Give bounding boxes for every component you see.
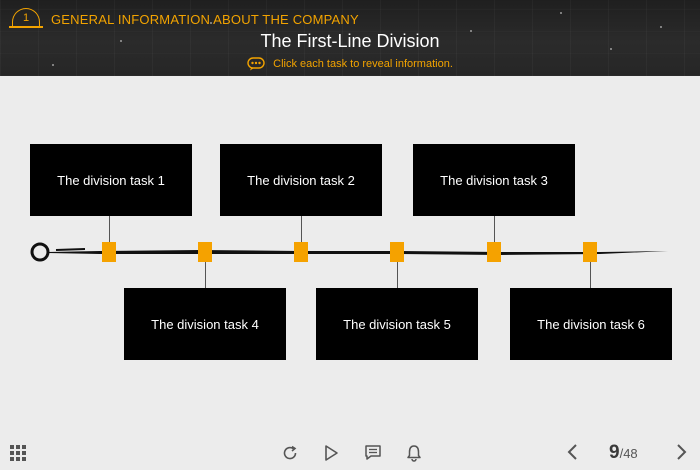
connector-task-6 <box>590 262 591 288</box>
page-counter: 9 / 48 <box>609 442 638 464</box>
task-button-6[interactable]: The division task 6 <box>510 288 672 360</box>
timeline-start-ring <box>32 244 48 260</box>
timeline-marker-3[interactable] <box>487 242 501 262</box>
task-label: The division task 2 <box>247 173 355 188</box>
timeline-marker-6[interactable] <box>583 242 597 262</box>
task-label: The division task 5 <box>343 317 451 332</box>
notification-icon[interactable] <box>404 442 424 464</box>
task-button-2[interactable]: The division task 2 <box>220 144 382 216</box>
connector-task-4 <box>205 262 206 288</box>
chevron-left-icon[interactable] <box>562 441 582 463</box>
current-page: 9 <box>609 442 620 464</box>
total-pages: 48 <box>623 446 637 461</box>
connector-task-1 <box>109 216 110 242</box>
connector-task-2 <box>301 216 302 242</box>
task-button-5[interactable]: The division task 5 <box>316 288 478 360</box>
task-label: The division task 3 <box>440 173 548 188</box>
task-label: The division task 6 <box>537 317 645 332</box>
task-label: The division task 1 <box>57 173 165 188</box>
timeline-marker-5[interactable] <box>390 242 404 262</box>
task-button-1[interactable]: The division task 1 <box>30 144 192 216</box>
chevron-right-icon[interactable] <box>672 441 692 463</box>
task-button-3[interactable]: The division task 3 <box>413 144 575 216</box>
notes-icon[interactable] <box>363 442 383 464</box>
menu-grid-icon[interactable] <box>8 443 28 463</box>
timeline-stroke <box>48 250 668 255</box>
task-label: The division task 4 <box>151 317 259 332</box>
timeline-stroke-detail <box>56 249 85 250</box>
task-button-4[interactable]: The division task 4 <box>124 288 286 360</box>
timeline-marker-2[interactable] <box>294 242 308 262</box>
player-toolbar: 9 / 48 <box>0 434 700 470</box>
connector-task-5 <box>397 262 398 288</box>
timeline-marker-1[interactable] <box>102 242 116 262</box>
connector-task-3 <box>494 216 495 242</box>
replay-icon[interactable] <box>280 442 300 464</box>
play-icon[interactable] <box>321 442 341 464</box>
timeline-marker-4[interactable] <box>198 242 212 262</box>
